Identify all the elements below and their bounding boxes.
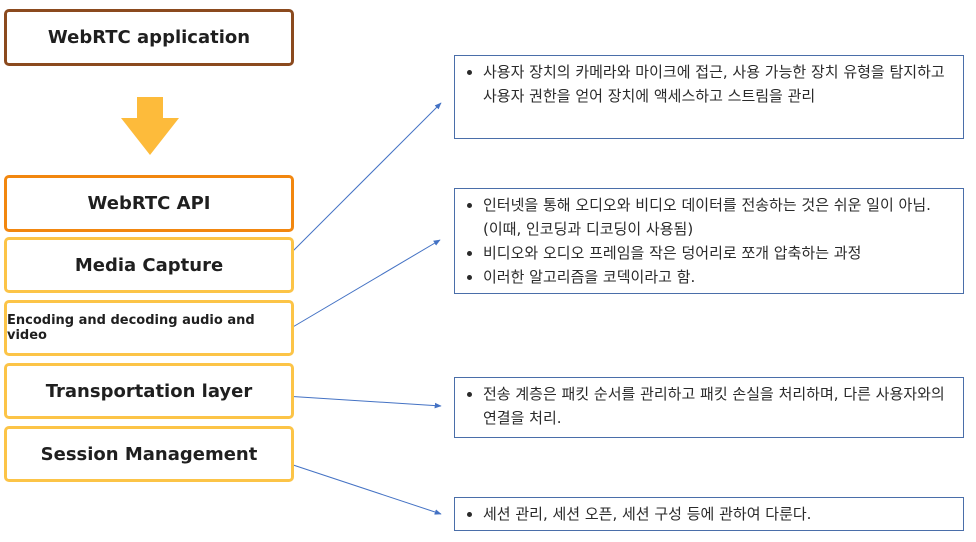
down-arrow-shape [121,97,179,155]
encoding-decoding-box: Encoding and decoding audio and video [4,300,294,356]
connector-session [268,456,442,515]
encoding-note: 인터넷을 통해 오디오와 비디오 데이터를 전송하는 것은 쉬운 일이 아님. … [454,188,964,294]
transportation-layer-label: Transportation layer [45,380,253,402]
encoding-decoding-label: Encoding and decoding audio and video [7,313,255,343]
media-capture-note: 사용자 장치의 카메라와 마이크에 접근, 사용 가능한 장치 유형을 탐지하고… [454,55,964,139]
webrtc-application-box: WebRTC application [4,9,294,66]
session-management-box: Session Management [4,426,294,482]
media-capture-label: Media Capture [74,254,224,276]
note-bullet: 사용자 장치의 카메라와 마이크에 접근, 사용 가능한 장치 유형을 탐지하고… [483,60,953,108]
session-management-label: Session Management [40,443,258,465]
connector-media-capture [278,102,442,266]
note-bullet: 세션 관리, 세션 오픈, 세션 구성 등에 관하여 다룬다. [483,502,953,526]
connector-encoding [285,239,441,332]
session-note: 세션 관리, 세션 오픈, 세션 구성 등에 관하여 다룬다. [454,497,964,531]
note-bullet: 이러한 알고리즘을 코덱이라고 함. [483,265,953,289]
connector-transport [268,394,442,409]
note-bullet: 비디오와 오디오 프레임을 작은 덩어리로 쪼개 압축하는 과정 [483,241,953,265]
webrtc-application-label: WebRTC application [47,27,251,48]
webrtc-api-box: WebRTC API [4,175,294,232]
webrtc-api-label: WebRTC API [87,193,211,214]
transportation-layer-box: Transportation layer [4,363,294,419]
transport-note: 전송 계층은 패킷 순서를 관리하고 패킷 손실을 처리하며, 다른 사용자와의… [454,377,964,438]
media-capture-box: Media Capture [4,237,294,293]
note-bullet: 전송 계층은 패킷 순서를 관리하고 패킷 손실을 처리하며, 다른 사용자와의… [483,382,953,430]
note-bullet: 인터넷을 통해 오디오와 비디오 데이터를 전송하는 것은 쉬운 일이 아님. … [483,193,953,241]
